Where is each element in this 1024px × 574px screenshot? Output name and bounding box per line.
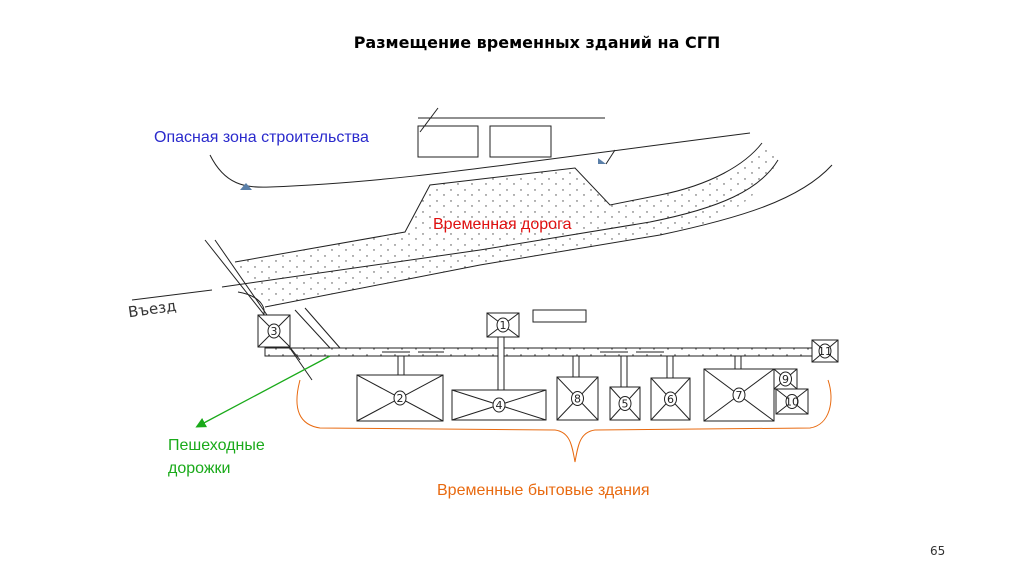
page-number: 65 (930, 544, 946, 558)
building-9: 9 (773, 368, 798, 390)
building-number: 8 (574, 393, 581, 406)
building-8: 8 (556, 376, 599, 421)
building-number: 3 (271, 325, 278, 338)
pedestrian-arrow (195, 355, 331, 428)
label-pedestrian-2: дорожки (168, 460, 231, 477)
label-temporary-buildings: Временные бытовые здания (437, 482, 650, 499)
building-number: 2 (397, 392, 404, 405)
buildings-brace (296, 379, 832, 463)
danger-zone-boundary (209, 132, 751, 190)
building-3: 3 (257, 314, 291, 348)
crane-fence (417, 107, 605, 158)
building-number: 9 (782, 373, 789, 386)
building-6: 6 (650, 377, 691, 421)
building-1: 1 (486, 312, 520, 338)
label-danger-zone: Опасная зона строительства (154, 129, 369, 146)
temporary-road (131, 142, 833, 381)
label-pedestrian-1: Пешеходные (168, 437, 265, 454)
building-10: 10 (775, 388, 809, 415)
building-2: 2 (356, 374, 444, 422)
building-number: 1 (500, 319, 507, 332)
slide-title: Размещение временных зданий на СГП (353, 33, 721, 52)
building-number: 6 (667, 393, 674, 406)
building-5: 5 (609, 386, 641, 421)
label-pedestrian-walkways: Пешеходные дорожки (168, 434, 265, 480)
label-temporary-road: Временная дорога (433, 216, 572, 233)
building-number: 5 (622, 398, 629, 411)
building-4: 4 (451, 389, 547, 421)
building-number: 10 (785, 396, 799, 409)
building-11: 11 (811, 339, 839, 363)
pedestrian-walkways (264, 307, 816, 391)
building-number: 4 (496, 399, 503, 412)
building-7: 7 (703, 368, 775, 422)
building-number: 7 (736, 389, 743, 402)
bench (532, 309, 587, 323)
building-number: 11 (818, 345, 832, 358)
